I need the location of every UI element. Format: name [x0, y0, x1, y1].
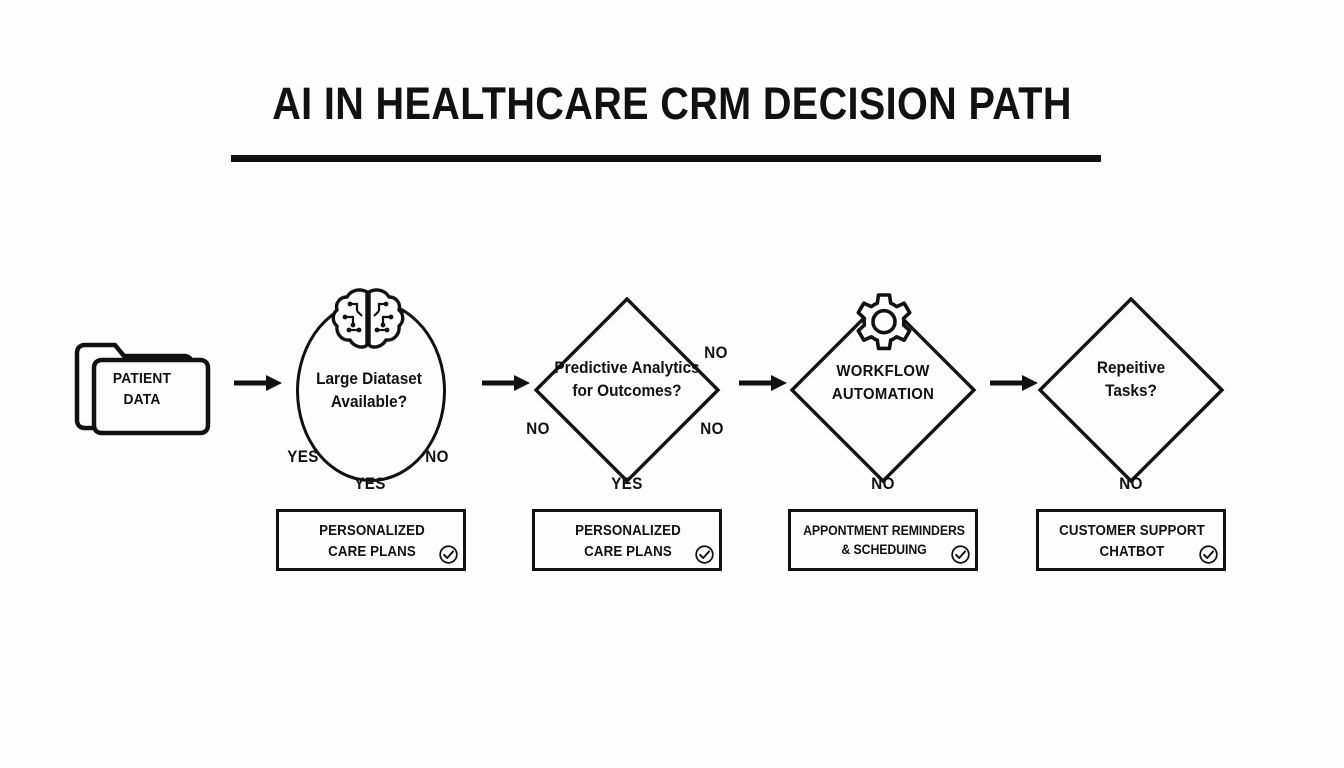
- check-circle-icon: [439, 545, 458, 564]
- node-workflow-automation-label: WORKFLOW AUTOMATION: [783, 361, 982, 406]
- result-label-1: PERSONALIZED CARE PLANS: [279, 521, 465, 563]
- repetitive-tasks-line2: Tasks?: [1105, 382, 1157, 401]
- large-dataset-line2: Available?: [330, 393, 408, 412]
- node-large-dataset-label: Large Diataset Available?: [296, 368, 443, 415]
- result-box-appointment-reminders[interactable]: APPONTMENT REMINDERS & SCHEDUING: [788, 509, 978, 571]
- arrow-right-icon-4: [990, 375, 1038, 391]
- title-divider: [231, 155, 1101, 162]
- workflow-automation-line2: AUTOMATION: [831, 385, 935, 403]
- branch-label-workflow-bottom: NO: [871, 475, 895, 493]
- result-1-line2: CARE PLANS: [328, 544, 416, 561]
- arrow-right-icon-3: [739, 375, 787, 391]
- result-4-line1: CUSTOMER SUPPORT: [1059, 523, 1205, 539]
- node-predictive-analytics[interactable]: Predictive Analytics for Outcomes?: [532, 295, 722, 485]
- result-2-line2: CARE PLANS: [584, 544, 672, 561]
- node-predictive-analytics-label: Predictive Analytics for Outcomes?: [527, 357, 726, 404]
- result-3-line2: & SCHEDUING: [841, 542, 927, 558]
- node-patient-data-label: PATIENT DATA: [78, 368, 207, 411]
- branch-label-predictive-bottom: YES: [611, 475, 643, 493]
- branch-label-large-dataset-left: YES: [287, 448, 319, 466]
- diamond-shape: [1037, 296, 1225, 484]
- predictive-analytics-line2: for Outcomes?: [572, 382, 682, 401]
- patient-data-line1: PATIENT: [112, 370, 172, 387]
- check-circle-icon: [951, 545, 970, 564]
- node-large-dataset[interactable]: Large Diataset Available?: [296, 284, 446, 482]
- folder-icon: [74, 342, 211, 436]
- result-label-3: APPONTMENT REMINDERS & SCHEDUING: [791, 521, 977, 560]
- arrow-right-icon-2: [482, 375, 530, 391]
- result-4-line2: CHATBOT: [1099, 544, 1165, 561]
- branch-label-predictive-left: NO: [526, 420, 550, 438]
- result-box-personalized-care-plans-1[interactable]: PERSONALIZED CARE PLANS: [276, 509, 466, 571]
- node-patient-data[interactable]: PATIENT DATA: [72, 328, 212, 438]
- result-box-customer-support-chatbot[interactable]: CUSTOMER SUPPORT CHATBOT: [1036, 509, 1226, 571]
- workflow-automation-line1: WORKFLOW: [836, 363, 930, 380]
- branch-label-repetitive-bottom: NO: [1119, 475, 1143, 493]
- result-box-personalized-care-plans-2[interactable]: PERSONALIZED CARE PLANS: [532, 509, 722, 571]
- check-circle-icon: [695, 545, 714, 564]
- result-2-line1: PERSONALIZED: [575, 523, 681, 539]
- result-label-2: PERSONALIZED CARE PLANS: [535, 521, 721, 563]
- branch-label-large-dataset-right: NO: [425, 448, 449, 466]
- brain-icon: [331, 284, 405, 358]
- result-label-4: CUSTOMER SUPPORT CHATBOT: [1039, 521, 1225, 563]
- page-title: AI IN HEALTHCARE CRM DECISION PATH: [272, 78, 1072, 129]
- branch-label-predictive-right: NO: [700, 420, 724, 438]
- node-repetitive-tasks[interactable]: Repeitive Tasks?: [1036, 295, 1226, 485]
- node-workflow-automation[interactable]: WORKFLOW AUTOMATION: [788, 293, 978, 485]
- node-repetitive-tasks-label: Repeitive Tasks?: [1031, 357, 1230, 404]
- check-circle-icon: [1199, 545, 1218, 564]
- diamond-shape: [789, 296, 977, 484]
- large-dataset-line1: Large Diataset: [316, 370, 422, 388]
- gear-icon: [856, 293, 912, 351]
- patient-data-line2: DATA: [123, 391, 161, 409]
- arrow-right-icon-1: [234, 375, 282, 391]
- predictive-analytics-line1: Predictive Analytics: [554, 359, 700, 377]
- branch-label-large-dataset-bottom: YES: [354, 475, 386, 493]
- result-1-line1: PERSONALIZED: [319, 523, 425, 539]
- repetitive-tasks-line1: Repeitive: [1096, 359, 1166, 377]
- diamond-shape: [533, 296, 721, 484]
- result-3-line1: APPONTMENT REMINDERS: [803, 523, 965, 538]
- branch-label-predictive-top-right: NO: [704, 344, 728, 362]
